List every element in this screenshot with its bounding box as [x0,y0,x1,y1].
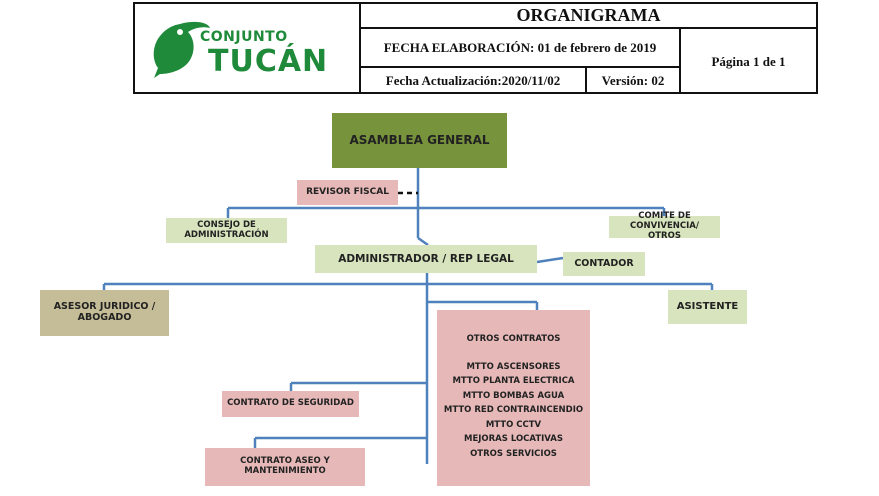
asistente-label: ASISTENTE [676,301,739,313]
box-administrador: ADMINISTRADOR / REP LEGAL [315,245,537,273]
otros-item: MTTO PLANTA ELECTRICA [452,376,575,387]
line-contador [536,256,564,264]
logo-small-text: CONJUNTO [200,29,288,45]
box-contador: CONTADOR [563,252,645,276]
header-divider-page [679,27,681,94]
otros-title: OTROS CONTRATOS [466,334,561,344]
box-asamblea-general: ASAMBLEA GENERAL [332,113,507,168]
toucan-icon [153,21,210,78]
otros-item: OTROS SERVICIOS [470,448,557,459]
box-comite: COMITE DE CONVIVENCIA/ OTROS [609,212,720,241]
box-otros-contratos: OTROS CONTRATOS MTTO ASCENSORES MTTO PLA… [437,310,590,486]
box-consejo: CONSEJO DE ADMINISTRACIÓN [166,218,287,243]
fecha-actualizacion: Fecha Actualización:2020/11/02 [385,73,561,88]
fecha-elaboracion: FECHA ELABORACIÓN: 01 de febrero de 2019 [383,39,657,55]
logo: CONJUNTO TUCÁN [150,12,350,82]
asamblea-label: ASAMBLEA GENERAL [349,132,490,147]
box-revisor-fiscal: REVISOR FISCAL [297,180,398,205]
otros-item: MTTO RED CONTRAINCENDIO [443,405,584,416]
version: Versión: 02 [601,73,665,88]
comite-label-2: OTROS [648,230,681,241]
header-divider-title [359,27,818,29]
asesor-label-2: ABOGADO [77,312,132,323]
contador-label: CONTADOR [574,257,634,269]
administrador-label: ADMINISTRADOR / REP LEGAL [338,252,514,265]
otros-item: MTTO BOMBAS AGUA [462,390,565,401]
logo-big-text: TUCÁN [208,44,329,79]
seguridad-label: CONTRATO DE SEGURIDAD [227,398,354,409]
revisor-label: REVISOR FISCAL [306,187,389,198]
asesor-label-1: ASESOR JURIDICO / [53,301,156,313]
aseo-label: CONTRATO ASEO Y MANTENIMIENTO [240,456,330,476]
header-divider-mid [359,66,681,68]
page-title: ORGANIGRAMA [516,5,661,25]
header-divider-version [585,66,587,94]
comite-label-1: COMITE DE CONVIVENCIA/ [630,211,699,232]
otros-item: MTTO CCTV [485,419,542,430]
line-to-admin-hook [417,236,429,247]
otros-item: MTTO ASCENSORES [466,361,561,372]
box-asistente: ASISTENTE [668,290,747,324]
pagina: Página 1 de 1 [711,53,786,69]
consejo-label-2: ADMINISTRACIÓN [184,229,269,240]
box-contrato-seguridad: CONTRATO DE SEGURIDAD [222,391,359,417]
box-asesor: ASESOR JURIDICO / ABOGADO [40,290,169,336]
box-contrato-aseo: CONTRATO ASEO Y MANTENIMIENTO [205,448,365,486]
consejo-label-1: CONSEJO DE [197,219,256,230]
header-table [133,2,818,94]
otros-item: MEJORAS LOCATIVAS [463,434,564,445]
header-divider-logo [359,2,361,94]
